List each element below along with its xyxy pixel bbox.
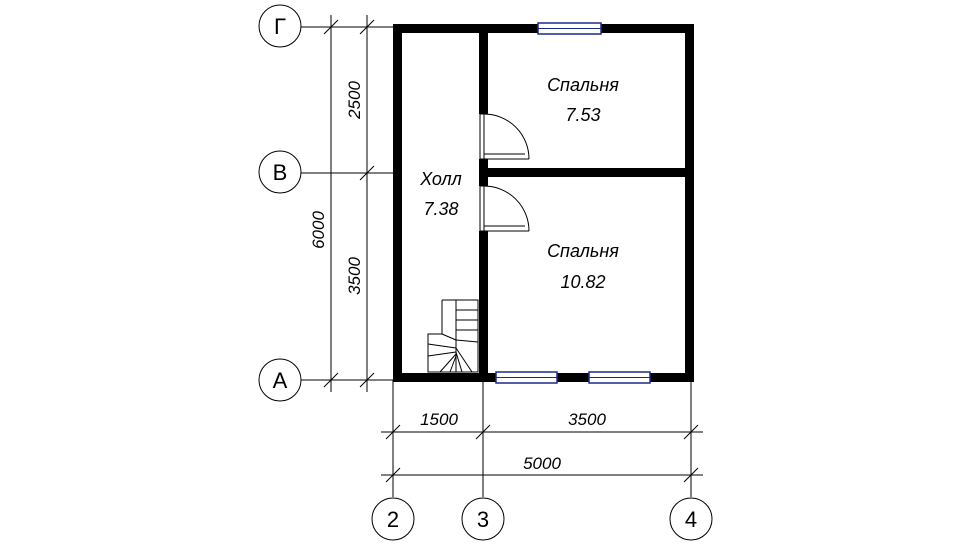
room-name-hall: Холл (419, 169, 462, 189)
staircase (427, 299, 479, 373)
dim-text-bottom-total: 5000 (523, 454, 561, 473)
dim-tick (323, 372, 339, 388)
dim-text-left-bottom: 3500 (345, 257, 364, 295)
dim-tick (385, 424, 401, 440)
axis-marker-g: Г (258, 4, 302, 48)
room-name-bedroom-bottom: Спальня (547, 241, 619, 261)
axis-marker-a: А (258, 358, 302, 402)
room-area-bedroom-bottom: 10.82 (560, 272, 605, 292)
wall-interior-horizontal (479, 168, 694, 177)
dim-tick (683, 424, 699, 440)
dim-tick (359, 372, 375, 388)
door-bedroom-top (479, 113, 530, 160)
dim-tick (683, 467, 699, 483)
dim-tick (323, 19, 339, 35)
room-area-bedroom-top: 7.53 (565, 105, 600, 125)
wall-interior-vertical (479, 231, 488, 382)
axis-marker-4: 4 (669, 497, 713, 541)
dim-tick (359, 19, 375, 35)
dim-text-left-top: 2500 (345, 81, 364, 120)
window-bottom-right (588, 371, 651, 384)
room-name-bedroom-top: Спальня (547, 75, 619, 95)
axis-label-3: 3 (477, 507, 489, 532)
dim-text-bottom-left: 1500 (420, 410, 458, 429)
dim-text-left-total: 6000 (309, 211, 328, 249)
wall-right (685, 24, 694, 382)
axis-label-2: 2 (387, 507, 399, 532)
door-bedroom-bottom (479, 185, 530, 232)
wall-left (393, 24, 402, 382)
room-area-hall: 7.38 (423, 199, 458, 219)
axis-label-v: В (273, 160, 288, 185)
dim-text-bottom-right: 3500 (568, 410, 606, 429)
axis-marker-3: 3 (461, 497, 505, 541)
axis-marker-v: В (258, 150, 302, 194)
wall-interior-vertical (479, 24, 488, 114)
axis-marker-2: 2 (371, 497, 415, 541)
axis-label-4: 4 (685, 507, 697, 532)
axis-label-a: А (273, 368, 288, 393)
window-top (537, 22, 602, 35)
axis-label-g: Г (274, 14, 286, 39)
dim-tick (385, 467, 401, 483)
window-bottom-left (495, 371, 558, 384)
dim-tick (359, 165, 375, 181)
